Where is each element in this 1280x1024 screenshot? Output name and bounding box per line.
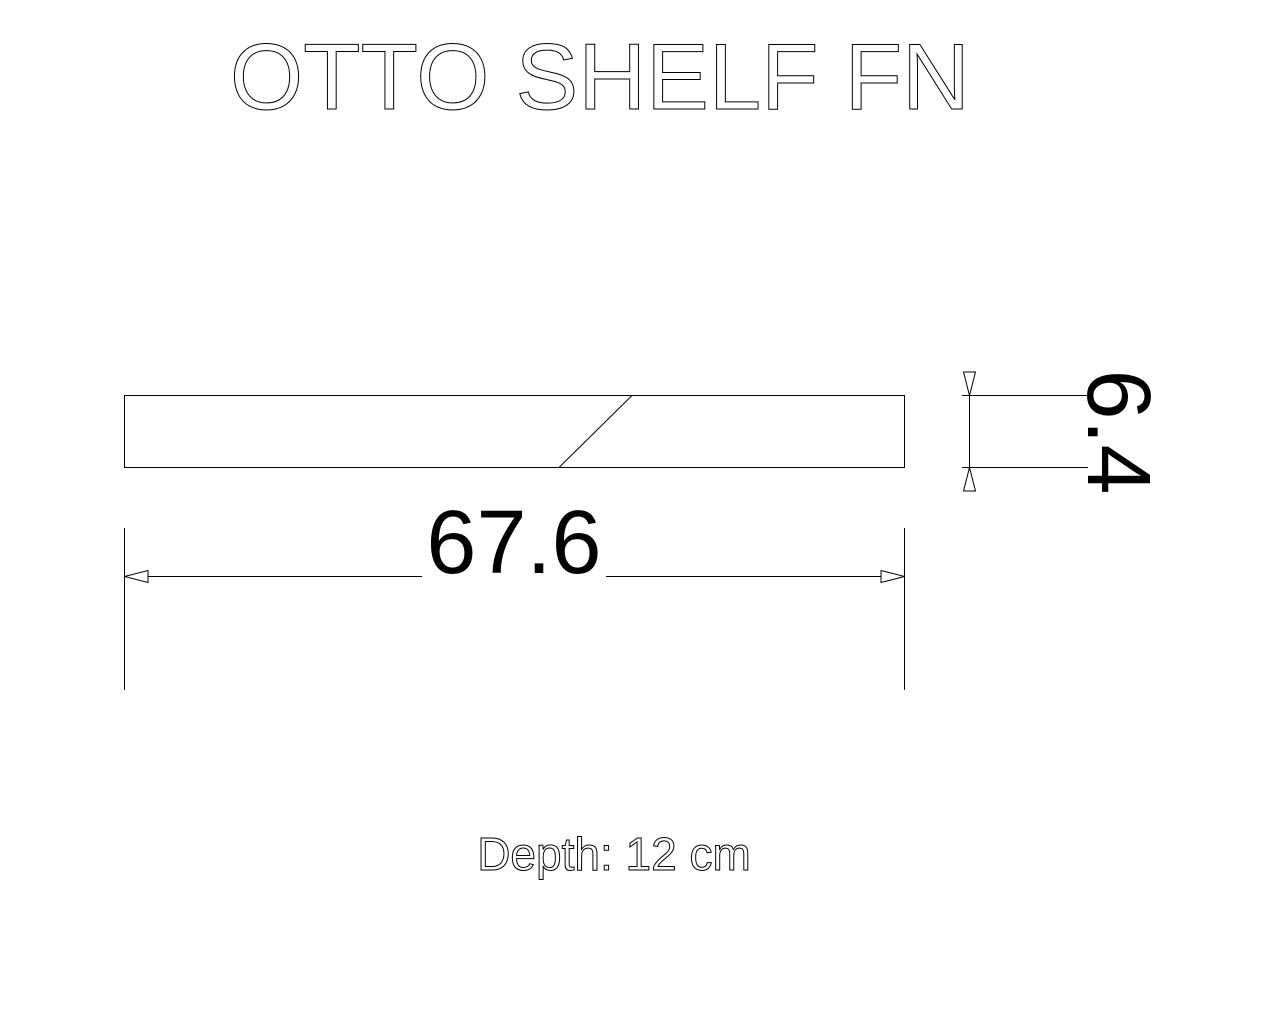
break-line — [558, 395, 633, 468]
height-dimension: 6.4 — [962, 369, 1168, 495]
shelf-board — [124, 395, 905, 468]
height-arrow-top-outer — [962, 371, 977, 396]
depth-note: Depth: 12 cm — [477, 828, 751, 880]
drawing-title: OTTO SHELF FN — [230, 24, 970, 129]
shelf-outline — [124, 395, 905, 468]
width-arrow-left — [124, 569, 149, 584]
height-arrow-bottom-outer — [962, 467, 977, 492]
height-dimension-label: 6.4 — [1068, 369, 1168, 494]
width-dimension: 67.6 — [124, 493, 905, 690]
width-arrow-right — [880, 569, 905, 584]
width-dimension-label: 67.6 — [426, 493, 601, 593]
